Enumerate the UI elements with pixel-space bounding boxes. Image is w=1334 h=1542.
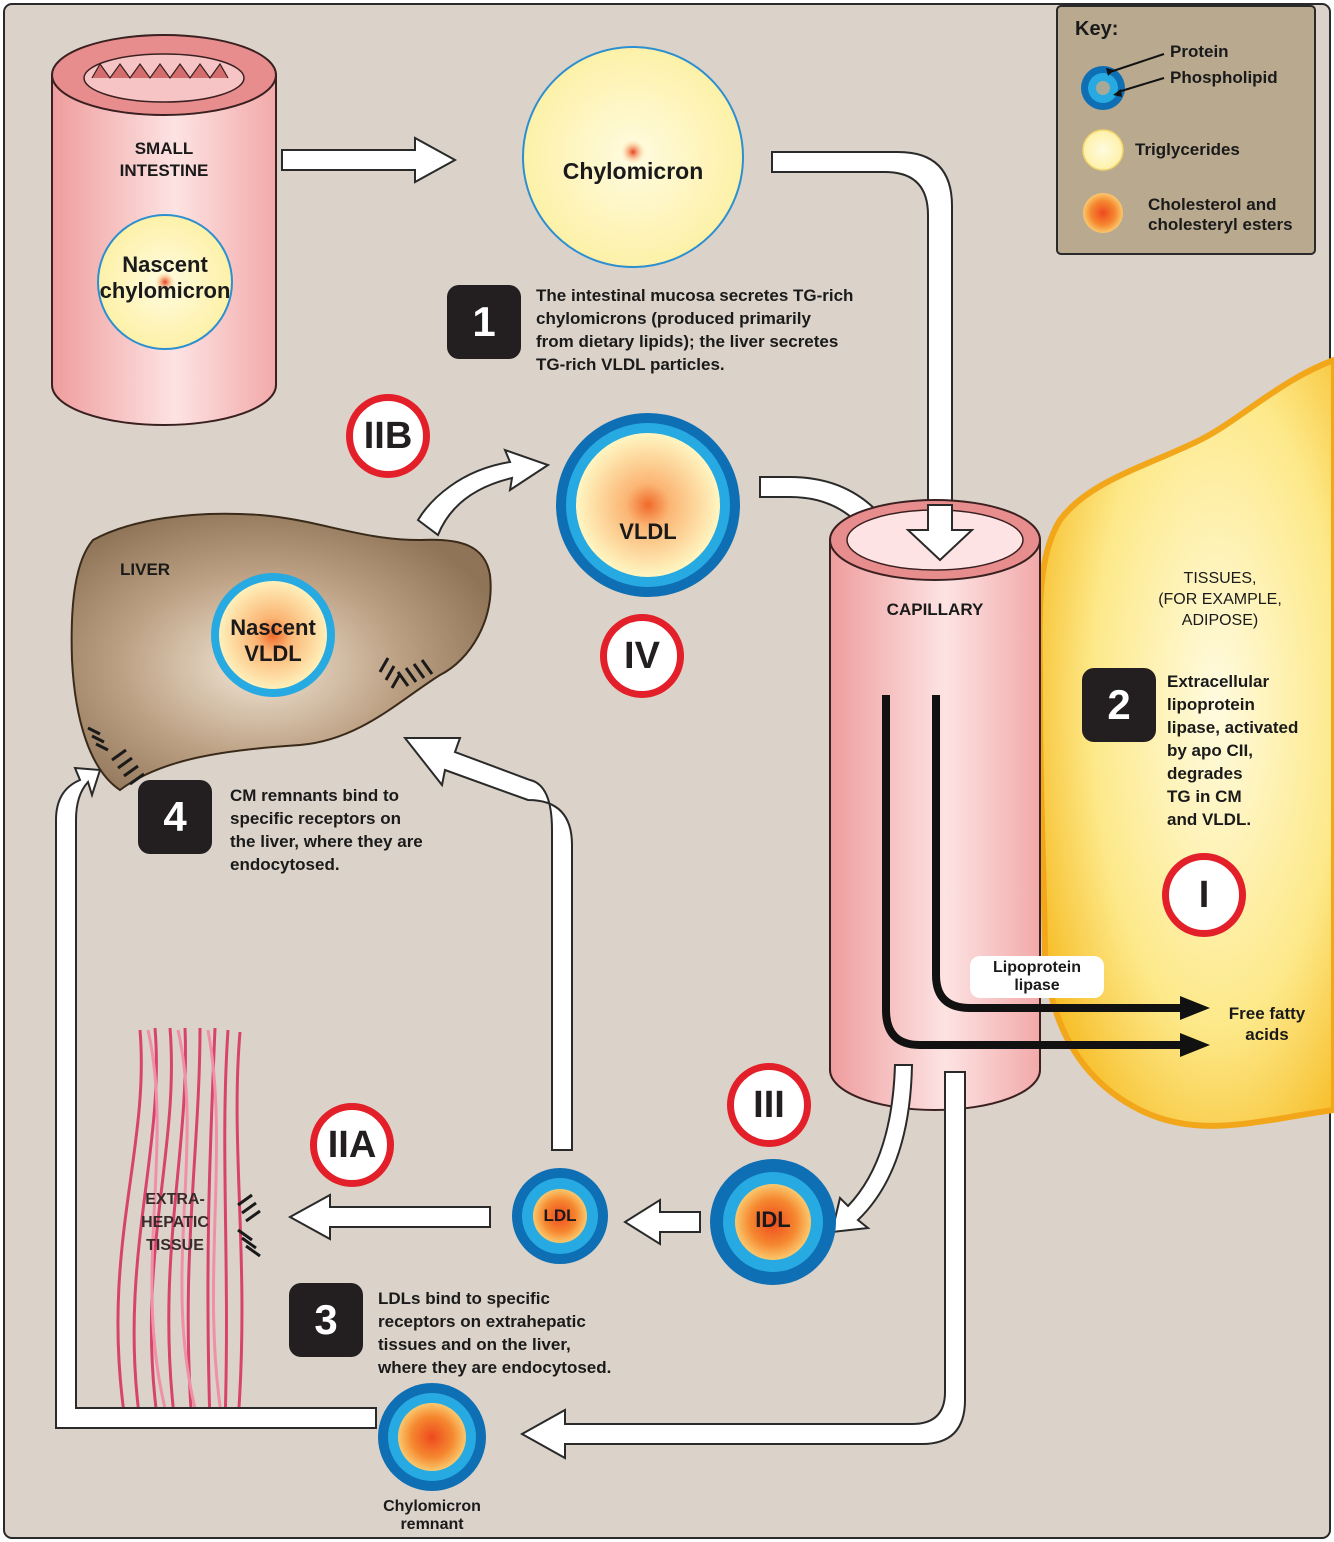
key-title: Key: — [1075, 18, 1119, 40]
liver-label: LIVER — [120, 560, 171, 579]
chylomicron — [522, 46, 744, 268]
extrahepatic-tissue-label: EXTRA- HEPATIC TISSUE — [141, 1191, 209, 1254]
liver-receptors — [87, 657, 434, 786]
step-3-badge: 3 — [289, 1283, 363, 1357]
lipoprotein-lipase-label: Lipoprotein lipase — [993, 959, 1081, 994]
vldl — [556, 413, 740, 597]
key-box — [1056, 5, 1316, 255]
key-phospholipid-label: Phospholipid — [1170, 68, 1278, 87]
marker-i: I — [1162, 853, 1246, 937]
step-4-text: CM remnants bind to specific receptors o… — [230, 786, 423, 874]
extrahepatic-tissue — [116, 1027, 244, 1425]
free-fatty-acids-label: Free fatty acids — [1228, 1004, 1306, 1044]
small-intestine — [51, 34, 277, 426]
step-4-badge: 4 — [138, 780, 212, 854]
step-1-text: The intestinal mucosa secretes TG-rich c… — [536, 286, 854, 374]
chylomicron-label: Chylomicron — [562, 158, 704, 184]
marker-iib: IIB — [346, 394, 430, 478]
idl-label: IDL — [755, 1207, 791, 1232]
marker-iii: III — [727, 1063, 811, 1147]
nascent-vldl — [211, 573, 335, 697]
extrahepatic-receptors — [237, 1193, 261, 1258]
idl — [710, 1159, 836, 1285]
step-1-badge: 1 — [447, 285, 521, 359]
free-fatty-acid-arrows — [882, 695, 1185, 1049]
key-protein-label: Protein — [1170, 42, 1229, 61]
marker-iia: IIA — [310, 1103, 394, 1187]
arrow-to-idl — [830, 1064, 914, 1234]
arrow-ldl-to-liver — [402, 737, 573, 1151]
nascent-chylomicron-label: Nascent chylomicron — [99, 252, 231, 303]
chylomicron-remnant-label: Chylomicron remnant — [383, 1498, 481, 1533]
key-cholesterol-label: Cholesterol and cholesteryl esters — [1148, 195, 1293, 234]
key-triglycerides-label: Triglycerides — [1135, 140, 1240, 159]
marker-iv: IV — [600, 614, 684, 698]
chylomicron-remnant — [378, 1383, 486, 1491]
lipase-label-box — [970, 956, 1104, 998]
vldl-label: VLDL — [619, 519, 677, 544]
step-3-text: LDLs bind to specific receptors on extra… — [378, 1289, 612, 1377]
step-2-badge: 2 — [1082, 668, 1156, 742]
arrow-to-remnant — [519, 1071, 966, 1460]
ldl — [512, 1168, 608, 1264]
arrow-remnant-to-liver — [55, 766, 377, 1429]
arrow-to-ldl — [623, 1198, 701, 1246]
step-2-text: Extracellular lipoprotein lipase, activa… — [1167, 672, 1299, 829]
arrow-to-vldl — [416, 448, 551, 537]
arrow-to-chylomicron — [281, 136, 458, 184]
arrow-to-extrahepatic — [287, 1193, 491, 1241]
nascent-vldl-label: Nascent VLDL — [230, 615, 316, 666]
tissues-label: TISSUES, (FOR EXAMPLE, ADIPOSE) — [1158, 570, 1282, 629]
ldl-label: LDL — [543, 1206, 577, 1225]
capillary-label: CAPILLARY — [886, 600, 984, 619]
small-intestine-label: SMALL INTESTINE — [119, 139, 209, 180]
